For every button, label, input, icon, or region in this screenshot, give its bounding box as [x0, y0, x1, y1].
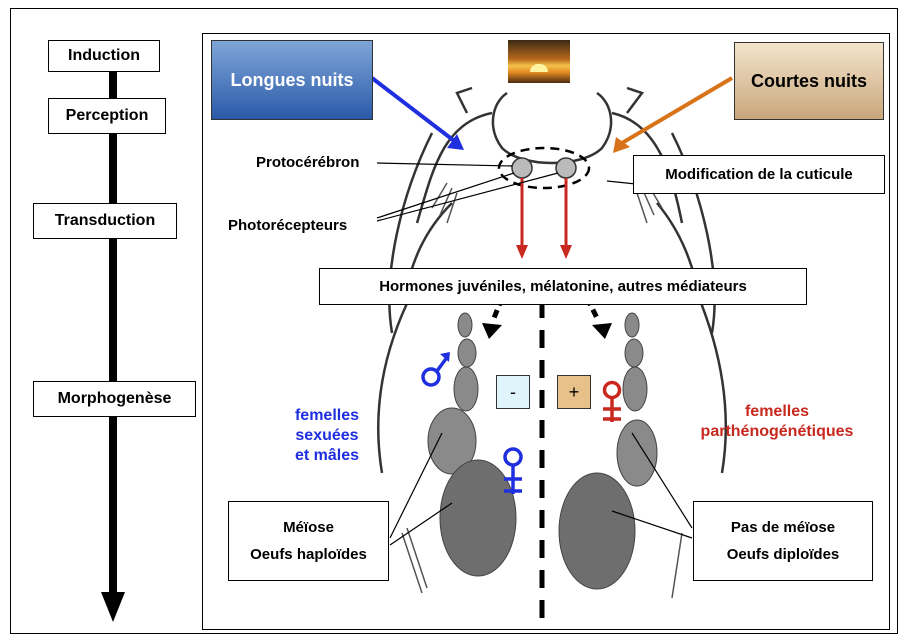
male-symbol-icon [421, 352, 450, 387]
female-symbol-blue-icon [503, 447, 523, 494]
parthenogenetic-label: femelles parthénogénétiques [697, 402, 857, 442]
long-nights-box: Longues nuits [211, 40, 373, 120]
photoreceptors-label: Photorécepteurs [228, 217, 348, 234]
sexual-females-line2: et mâles [294, 447, 360, 464]
no-meiosis-line1: Pas de méïose [730, 519, 836, 536]
no-meiosis-box: Pas de méïose Oeufs diploïdes [693, 501, 873, 581]
meiosis-box: Méïose Oeufs haploïdes [228, 501, 389, 581]
meiosis-line1: Méïose [283, 519, 334, 536]
timeline-arrow [101, 70, 125, 622]
parthenogenetic-line2: parthénogénétiques [700, 423, 854, 440]
cuticle-box: Modification de la cuticule [633, 155, 885, 194]
plus-sign: + [557, 375, 591, 409]
short-nights-box: Courtes nuits [734, 42, 884, 120]
protocerebron-label: Protocérébron [256, 154, 360, 171]
stage-induction: Induction [48, 40, 160, 72]
minus-sign: - [496, 375, 530, 409]
meiosis-line2: Oeufs haploïdes [250, 546, 367, 563]
stage-perception: Perception [48, 98, 166, 134]
sexual-females-line1: femelles sexuées [294, 407, 360, 444]
aphid-illustration [370, 76, 734, 623]
hormones-box: Hormones juvéniles, mélatonine, autres m… [319, 268, 807, 305]
stage-morphogenese: Morphogenèse [33, 381, 196, 417]
inner-frame [202, 33, 890, 630]
outer-frame [10, 8, 898, 634]
parthenogenetic-line1: femelles [744, 403, 810, 420]
sunset-image [508, 40, 570, 83]
no-meiosis-line2: Oeufs diploïdes [726, 546, 840, 563]
stage-transduction: Transduction [33, 203, 177, 239]
sexual-females-label: femelles sexuées et mâles [262, 406, 392, 466]
female-symbol-red-icon [602, 380, 622, 422]
